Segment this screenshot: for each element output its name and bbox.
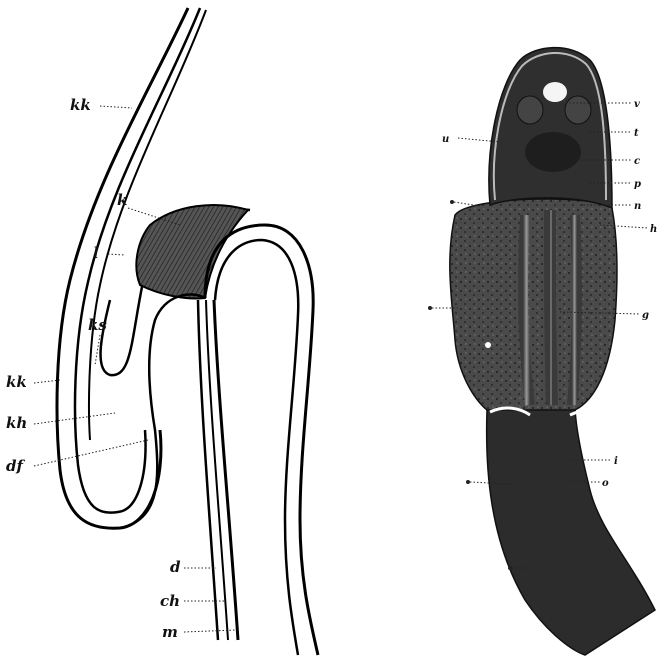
leader-ks <box>95 335 100 365</box>
label-g: g <box>642 310 649 321</box>
embryo-tail <box>487 405 655 655</box>
label-h: h <box>650 224 657 235</box>
marker-dot-lower-left <box>466 480 470 484</box>
label-o: o <box>602 478 609 489</box>
center-dark <box>525 132 581 172</box>
label-ks: ks <box>88 316 107 334</box>
embryo-head <box>489 48 612 208</box>
ridge-right <box>572 215 577 405</box>
label-u: u <box>442 134 449 145</box>
leader-l <box>108 254 125 255</box>
leader-kk-top <box>100 106 132 108</box>
label-d: d <box>170 558 181 576</box>
label-l: l <box>93 244 99 262</box>
label-k: k <box>117 191 127 209</box>
marker-dot-upper-left <box>450 200 454 204</box>
ridge-center <box>550 210 552 405</box>
marker-dot-tail <box>508 566 512 570</box>
right-lobe <box>565 96 591 124</box>
label-m: m <box>162 623 178 641</box>
label-kk-top: kk <box>70 96 91 114</box>
marker-upper-left <box>454 202 480 206</box>
label-p: p <box>634 179 641 190</box>
white-speck <box>485 342 491 348</box>
label-i: i <box>614 456 618 467</box>
label-t: t <box>634 128 639 139</box>
label-c: c <box>634 156 640 167</box>
layer-m-line <box>214 300 238 640</box>
label-v: v <box>634 99 640 110</box>
marker-dot-mid-left <box>428 306 432 310</box>
leader-df <box>34 440 148 466</box>
label-df: df <box>6 457 25 475</box>
left-lobe <box>517 96 543 124</box>
bright-spot <box>543 82 567 102</box>
label-kk-left: kk <box>6 373 27 391</box>
arch-inner <box>215 240 298 655</box>
label-ch: ch <box>160 592 180 610</box>
right-embryo-illustration <box>450 48 655 655</box>
label-kh: kh <box>6 414 27 432</box>
label-n: n <box>634 201 641 212</box>
s-curve <box>120 294 205 528</box>
embryo-body <box>450 199 617 410</box>
